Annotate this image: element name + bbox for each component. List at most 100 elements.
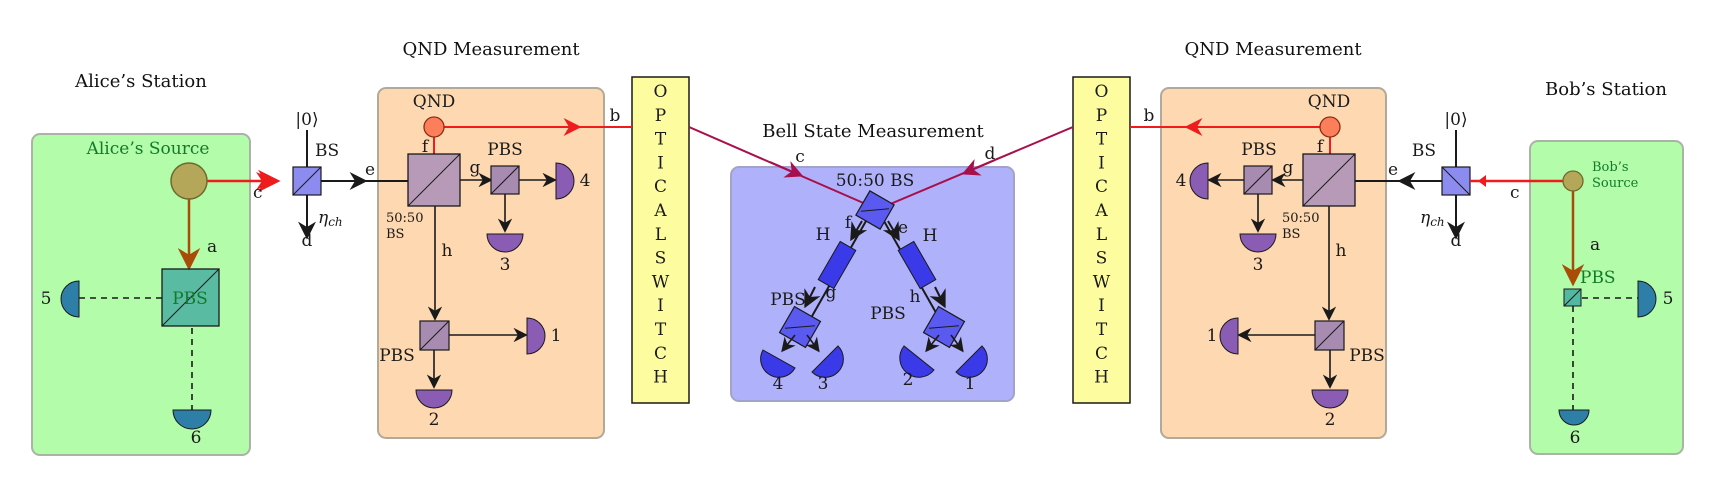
- alice-detector-6-label: 6: [191, 428, 202, 448]
- bob-qnd-bs-label-1: 50:50: [1282, 211, 1319, 226]
- bsm-hwp-right-label: H: [923, 226, 938, 246]
- switch-letter: I: [657, 153, 664, 173]
- bsm-detector-3: [811, 345, 844, 378]
- switch-letter: W: [652, 272, 670, 292]
- alice-detector-3-label: 3: [500, 255, 511, 275]
- switch-letter: P: [1096, 106, 1107, 126]
- switch-letter: A: [1094, 201, 1108, 221]
- switch-letter: C: [654, 177, 667, 197]
- bsm-mode-c: c: [795, 147, 805, 167]
- bob-qnd-bs-diagonal: [1302, 153, 1356, 207]
- switch-letter: L: [1096, 225, 1107, 245]
- fiber-c-arrow: [769, 161, 804, 178]
- switch-letter: H: [653, 368, 668, 388]
- bsm-detector-4-label: 4: [773, 374, 784, 394]
- alice-station-title: Alice’s Station: [74, 71, 207, 92]
- switch-letter: H: [1094, 368, 1109, 388]
- alice-qnd-bs-label-1: 50:50: [386, 211, 423, 226]
- alice-mode-f: f: [422, 137, 430, 157]
- bsm-bs-label: 50:50 BS: [836, 171, 915, 191]
- bob-mode-c: c: [1510, 183, 1520, 203]
- switch-letter: S: [1096, 249, 1108, 269]
- bob-mode-e: e: [1388, 160, 1398, 180]
- alice-qnd-label: QND: [413, 92, 455, 112]
- bsm-hwp-left: [817, 240, 857, 290]
- switch-letter: C: [1095, 344, 1108, 364]
- alice-mode-b: b: [610, 106, 621, 126]
- switch-letter: I: [1098, 153, 1105, 173]
- bob-qnd-pbs-bottom-diagonal: [1314, 320, 1345, 351]
- bsm-detector-3-label: 3: [818, 374, 829, 394]
- bob-qnd-pbs-top-diagonal: [1243, 165, 1273, 195]
- alice-qnd-title: QND Measurement: [402, 39, 580, 60]
- switch-letter: L: [655, 225, 666, 245]
- switch-letter: I: [1098, 296, 1105, 316]
- bob-pbs-diagonal: [1563, 288, 1582, 307]
- switch-letter: O: [1095, 82, 1109, 102]
- bob-mode-f: f: [1317, 137, 1325, 157]
- bob-vacuum-ket: |0⟩: [1444, 110, 1467, 130]
- bob-pbs-bottom-label: PBS: [1349, 346, 1385, 366]
- alice-detector-6: [172, 409, 212, 430]
- alice-mode-c: c: [253, 183, 263, 203]
- bob-source-label-1: Bob’s: [1592, 160, 1629, 175]
- bob-mode-d-bottom: d: [1451, 231, 1462, 251]
- bob-pbs-top-label: PBS: [1241, 140, 1277, 160]
- alice-detector-1-label: 1: [551, 326, 562, 346]
- switch-letter: A: [653, 201, 667, 221]
- bob-eta-label: ηch: [1420, 208, 1445, 229]
- bsm-mode-e-arrow: [882, 220, 900, 242]
- bsm-detector-1: [955, 345, 988, 378]
- bob-red-arrowhead: [1478, 175, 1486, 187]
- bob-detector-4: [1189, 162, 1209, 200]
- bob-mode-g: g: [1283, 158, 1294, 178]
- alice-qnd-bs-diagonal: [407, 153, 461, 207]
- switch-letter: S: [655, 249, 667, 269]
- alice-source-label: Alice’s Source: [86, 139, 210, 159]
- bsm-detector-4: [760, 349, 796, 378]
- alice-eta-label: ηch: [318, 208, 343, 229]
- alice-mode-g: g: [470, 158, 481, 178]
- bsm-pbs-right-diagonal: [929, 325, 959, 329]
- bob-optical-switch: [1072, 76, 1131, 404]
- bob-detector-6-label: 6: [1570, 428, 1581, 448]
- bob-detector-2-label: 2: [1325, 410, 1336, 430]
- switch-letter: T: [655, 320, 667, 340]
- alice-vacuum-ket: |0⟩: [295, 110, 318, 130]
- bsm-mode-f: f: [845, 213, 853, 233]
- bob-station-title: Bob’s Station: [1545, 79, 1667, 100]
- bsm-to-det4: [781, 334, 796, 353]
- bsm-pbs-left-diagonal: [785, 325, 815, 329]
- bsm-mode-f-arrow: [850, 220, 868, 242]
- alice-detector-5: [60, 280, 80, 318]
- alice-detector-2-label: 2: [429, 410, 440, 430]
- bsm-to-det1: [949, 334, 964, 353]
- bob-source-label-2: Source: [1592, 176, 1639, 191]
- switch-letter: W: [1093, 272, 1111, 292]
- bob-detector-3-label: 3: [1253, 255, 1264, 275]
- alice-optical-switch: [631, 76, 690, 404]
- bob-mode-b: b: [1144, 106, 1155, 126]
- alice-detector-1: [526, 317, 546, 355]
- bob-detector-3: [1239, 233, 1277, 253]
- alice-mode-e: e: [365, 160, 375, 180]
- bob-source-crystal: [1562, 170, 1584, 192]
- bob-detector-5-label: 5: [1663, 289, 1674, 309]
- bob-mode-a: a: [1590, 235, 1600, 255]
- alice-red-arrowhead: [256, 172, 277, 190]
- alice-detector-4-label: 4: [580, 171, 591, 191]
- bsm-hwp-right: [897, 240, 937, 290]
- alice-qnd-pbs-bottom-diagonal: [419, 320, 450, 351]
- alice-pbs-diagonal: [161, 268, 220, 327]
- bob-qnd-bs-label-2: BS: [1282, 227, 1300, 242]
- alice-bs-label: BS: [315, 141, 339, 161]
- bsm-e-arrow-2: [929, 286, 946, 309]
- alice-pbs-label: PBS: [172, 289, 208, 309]
- bob-detector-1-label: 1: [1207, 326, 1218, 346]
- alice-mode-h: h: [442, 241, 453, 261]
- switch-letter: C: [654, 344, 667, 364]
- bob-detector-1: [1219, 317, 1239, 355]
- alice-detector-3: [486, 233, 524, 253]
